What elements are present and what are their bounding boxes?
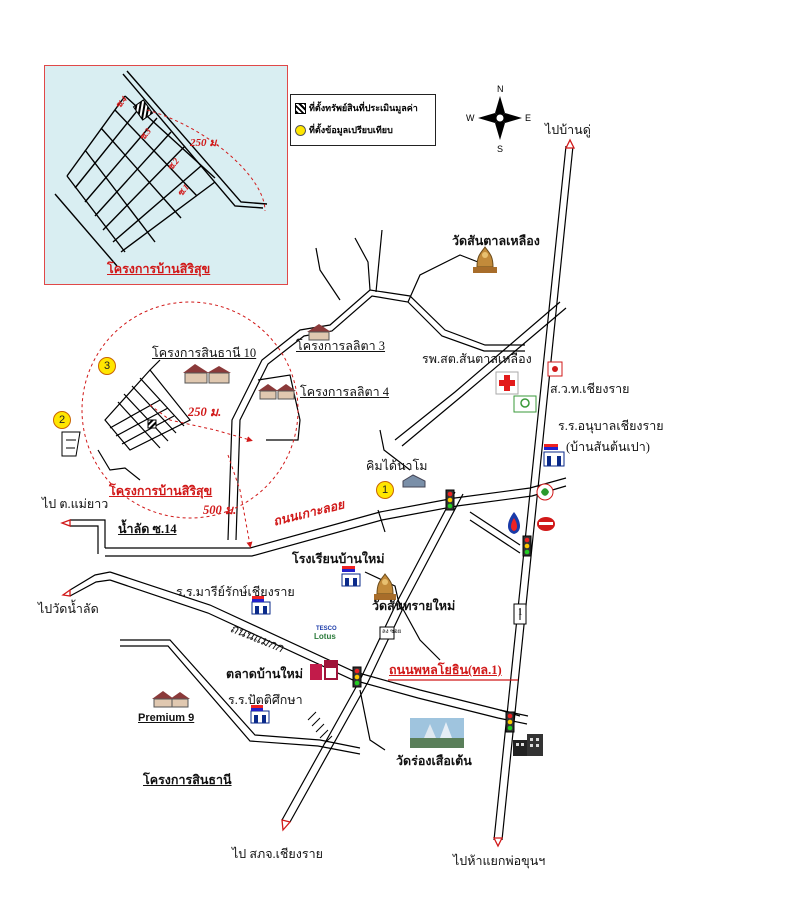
traffic-lights [352,489,532,733]
distance-line-250 [149,404,253,443]
label-nam-lat: น้ำลัด ซ.14 [118,522,177,536]
bank-icon [513,395,537,413]
outward-arrows [60,138,576,848]
label-to-ban-du: ไปบ้านดู่ [545,123,591,137]
label-distance-500: 500 ม. [203,503,237,517]
label-school-mary: ร.ร.มารีย์รักษ์เชียงราย [176,585,295,599]
wat-rong-suea-ten-photo [410,718,464,748]
road-east-junction [469,511,521,546]
label-to-school-cr: ไป สภจ.เชียงราย [232,847,323,861]
lotus-logo-text: Lotus [314,632,336,641]
label-wat-san-sai-mai: วัดสันทรายใหม่ [372,599,456,613]
label-condo: คิมได้นาโม [366,459,428,473]
label-revenue-office: ส.ว.ท.เชียงราย [550,382,630,396]
label-wat-rong-suea-ten: วัดร่องเสือเต้น [396,754,472,768]
temple-icon [374,573,396,600]
office-building-icon [513,734,543,756]
label-distance-250: 250 ม. [188,405,222,419]
market-icon [310,660,338,680]
site3-grid [97,359,191,481]
gas-station-icon [537,517,555,531]
compass-w: W [466,113,475,123]
legend: ที่ตั้งทรัพย์สินที่ประเมินมูลค่า ที่ตั้ง… [290,94,436,146]
compass-rose-icon [478,96,522,140]
distance-line-500 [227,454,253,548]
house-icon [183,364,231,384]
condo-icon [402,474,426,488]
label-market-ban-mai: ตลาดบ้านใหม่ [226,667,303,681]
compass-e: E [525,113,532,123]
road-sign-icon [379,626,395,640]
road-diagonal-ne [394,301,561,441]
inset-map: 250 ม. ซ.4 ซ.3 ซ.2 ซ.1 โครงการบ้านสิริสุ… [44,65,288,285]
road-center-south [281,491,456,821]
legend-comparable-label: ที่ตั้งข้อมูลเปรียบเทียบ [309,125,393,135]
inset-map-drawing [54,70,268,267]
house-icon [307,324,331,341]
comparable-marker-1[interactable]: 1 [376,481,394,499]
site3-subject-square [147,419,157,429]
label-wat-san-tan-luang: วัดสันตาลเหลือง [452,234,540,248]
gas-station-icon [508,512,520,534]
road-network [69,145,574,841]
hospital-icon [495,371,519,395]
road-southwest [120,639,361,749]
label-kindergarten-2: (บ้านสันต้นเปา) [566,440,650,454]
label-to-intersection: ไปห้าแยกพ่อขุนฯ [453,854,546,868]
road-west-mae-yao [70,519,106,548]
label-sinthani: โครงการสินธานี [143,773,232,787]
compass-s: S [497,144,504,154]
road-north-lalita [227,289,525,541]
government-office-icon [547,361,563,377]
school-icon [543,444,565,467]
label-to-wat-nam-lat: ไปวัดน้ำลัด [38,602,99,616]
comparable-marker-2[interactable]: 2 [53,411,71,429]
inset-distance-label: 250 ม. [190,137,220,149]
label-premium-9: Premium 9 [138,712,195,724]
tesco-lotus-icon [313,626,339,644]
radius-circle-500m [81,301,299,519]
subject-hatch-swatch [295,102,306,114]
comparable-marker-3[interactable]: 3 [98,357,116,375]
inset-distance-line [146,109,266,212]
gas-station-icon [536,483,554,501]
inset-project-name: โครงการบ้านสิริสุข [107,262,211,276]
label-school-pati: ร.ร.ปัตติศึกษา [228,693,303,707]
label-school-ban-mai: โรงเรียนบ้านใหม่ [292,552,385,566]
house-icon [152,691,190,708]
label-phahon-road: ถนนพหลโยธิน(ทล.1) [389,663,502,677]
km-post-text: 1 [518,607,523,617]
inset-subject-plot [132,99,154,121]
temple-icon [473,246,497,273]
label-sinthani-10: โครงการสินธานี 10 [152,346,257,360]
school-icon [341,566,361,587]
school-icon [250,705,270,724]
label-hospital: รพ.สต.สันตาลเหลือง [422,352,532,366]
label-kindergarten-1: ร.ร.อนุบาลเชียงราย [558,419,664,433]
label-lalita-3: โครงการลลิตา 3 [296,339,386,353]
school-icon [251,596,271,615]
tesco-logo-text: TESCO [316,626,337,632]
label-sirisuk: โครงการบ้านสิริสุข [109,484,213,498]
house-icon [258,384,296,400]
km-post-icon [513,603,527,625]
compass-n: N [497,84,504,94]
road-west-nam-lat [69,571,111,591]
legend-subject-label: ที่ตั้งทรัพย์สินที่ประเมินมูลค่า [309,103,418,113]
label-to-mae-yao: ไป ต.แม่ยาว [42,497,109,511]
comparable-dot-swatch [295,124,306,136]
road-sign-text: ลง ซอย [382,629,402,635]
road-ka-sa-long [105,477,567,549]
crosswalk [307,711,333,745]
label-lalita-4: โครงการลลิตา 4 [300,385,390,399]
